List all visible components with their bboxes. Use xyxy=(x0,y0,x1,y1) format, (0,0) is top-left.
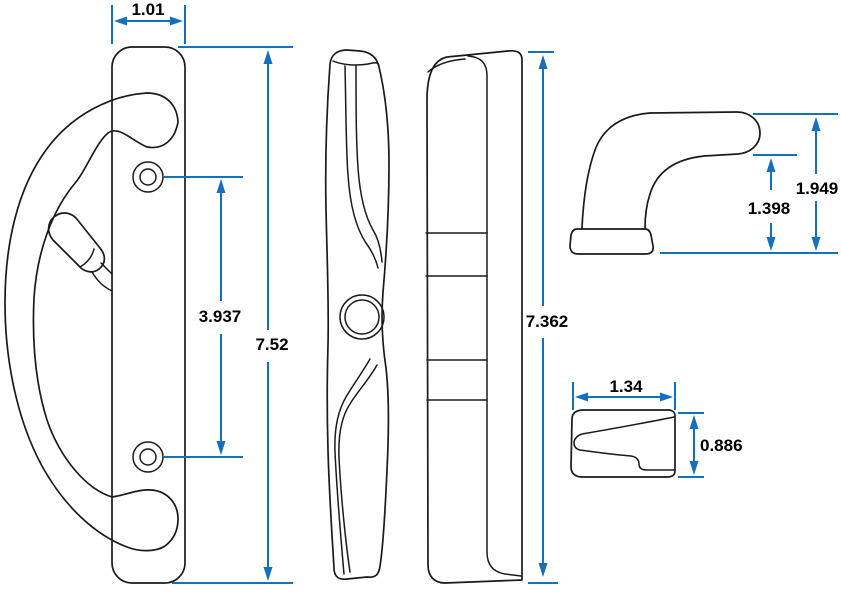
spindle-hole-outer xyxy=(339,294,385,340)
arrowhead-down xyxy=(811,237,821,251)
dimension-label-base-height: 0.886 xyxy=(700,436,743,455)
dimension-base-length: 1.34 xyxy=(572,377,676,410)
dimension-label-base-length: 1.34 xyxy=(609,377,643,396)
arrowhead-up xyxy=(811,117,821,131)
blade-outline xyxy=(324,49,390,581)
lever-arm-outline xyxy=(581,111,761,229)
arrowhead-down xyxy=(216,441,226,455)
arrowhead-up xyxy=(263,50,273,64)
blade-curve-upper-2 xyxy=(355,65,383,263)
arrowhead-down xyxy=(263,567,273,581)
dimension-plate-height: 7.52 xyxy=(172,46,293,584)
body-top-bevel xyxy=(427,58,466,73)
dimension-lever-heights: 1.949 1.398 xyxy=(660,113,839,254)
arrowhead-down xyxy=(766,237,776,251)
blade-curve-lower-1 xyxy=(338,364,378,573)
thumb-turn-end-line xyxy=(79,248,95,268)
dimension-label-body-height: 7.362 xyxy=(526,312,569,331)
dimension-label-plate-height: 7.52 xyxy=(255,335,288,354)
arrowhead-left xyxy=(114,16,127,26)
base-outline xyxy=(570,409,676,478)
edge-view xyxy=(425,49,523,584)
lever-base-outline xyxy=(569,228,655,255)
arrowhead-up xyxy=(766,158,776,172)
upper-screw-hole-outer xyxy=(132,161,164,193)
dimension-plate-width: 1.01 xyxy=(111,0,186,44)
dimension-label-screw-spacing: 3.937 xyxy=(199,307,242,326)
base-taper-lines xyxy=(573,416,675,471)
spindle-hole-inner xyxy=(344,299,380,335)
dimension-body-height: 7.362 xyxy=(526,51,569,584)
lever-side-view xyxy=(569,111,761,255)
blade-curve-lower-2 xyxy=(334,358,371,575)
dimension-screw-spacing: 3.937 xyxy=(164,176,243,458)
front-view xyxy=(4,46,186,584)
arrowhead-down xyxy=(538,563,548,577)
thumb-turn-neck-upper xyxy=(100,262,113,275)
arrowhead-left xyxy=(575,392,588,402)
arrowhead-down xyxy=(689,461,699,475)
arrowhead-up xyxy=(689,415,699,429)
dimension-label-lever-total: 1.949 xyxy=(796,179,839,198)
lower-screw-hole-inner xyxy=(139,448,157,466)
dimension-base-height: 0.886 xyxy=(678,412,743,478)
side-profile-view xyxy=(324,49,390,581)
dimension-label-lever-clearance: 1.398 xyxy=(748,199,791,218)
pull-handle-outline xyxy=(4,92,179,552)
thumb-turn-neck-lower xyxy=(91,271,113,292)
blade-top-bevel xyxy=(332,60,380,67)
base-top-view xyxy=(570,409,676,478)
arrowhead-right xyxy=(660,392,673,402)
upper-screw-hole-inner xyxy=(139,168,157,186)
blade-curve-upper-1 xyxy=(344,65,379,269)
backplate-outline xyxy=(111,46,186,584)
arrowhead-up xyxy=(538,55,548,69)
body-inner-edge xyxy=(467,55,522,577)
dimension-label-plate-width: 1.01 xyxy=(131,0,164,19)
arrowhead-right xyxy=(170,16,183,26)
arrowhead-up xyxy=(216,179,226,193)
thumb-turn-lever xyxy=(47,212,106,273)
lower-screw-hole-outer xyxy=(132,441,164,473)
body-outline xyxy=(426,49,523,584)
